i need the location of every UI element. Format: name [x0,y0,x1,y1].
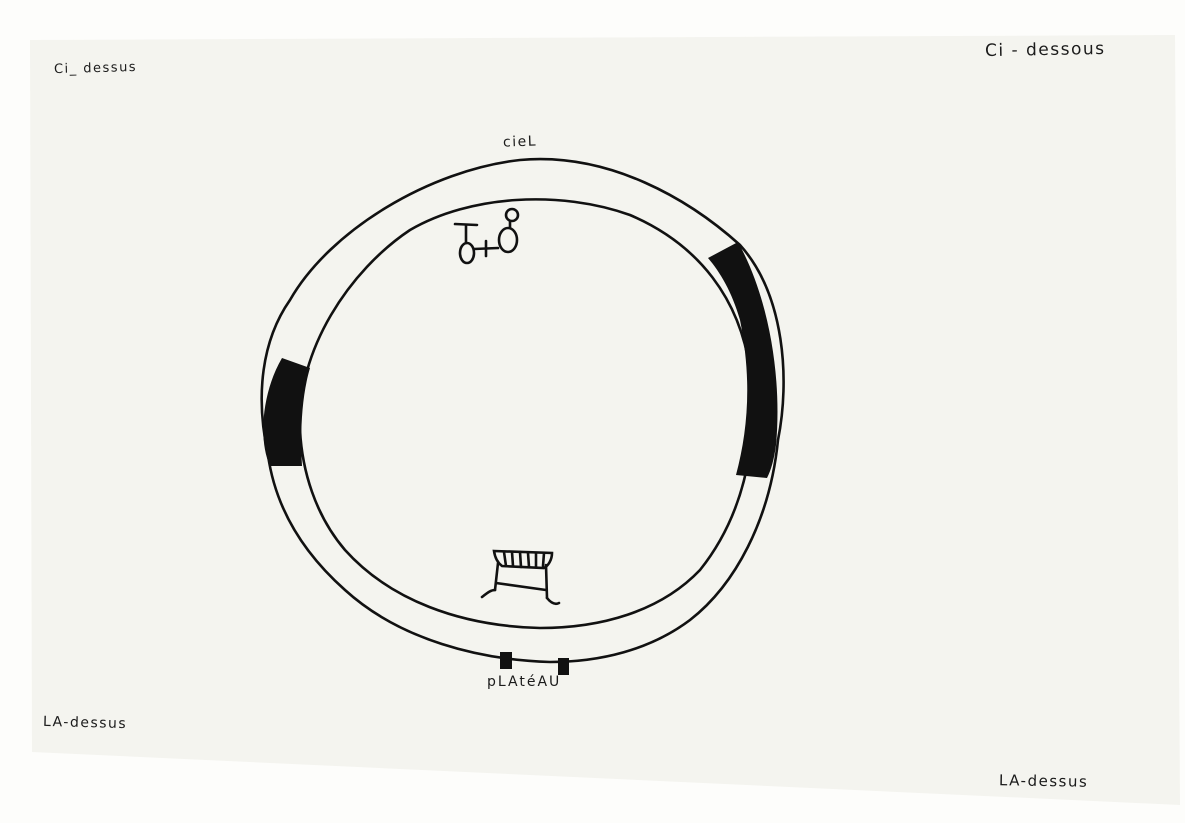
label-ciel: cieL [503,134,537,149]
paper-sheet [30,35,1180,805]
label-plateau: pLAtéAU [487,675,561,689]
label-ci-dessus: Ci_ dessus [54,61,137,76]
label-la-dessus-right: LA-dessus [999,773,1088,790]
label-la-dessus-left: LA-dessus [43,715,128,731]
label-ci-dessous: Ci - dessous [985,41,1106,60]
left-post [500,652,512,669]
right-post [558,658,569,675]
